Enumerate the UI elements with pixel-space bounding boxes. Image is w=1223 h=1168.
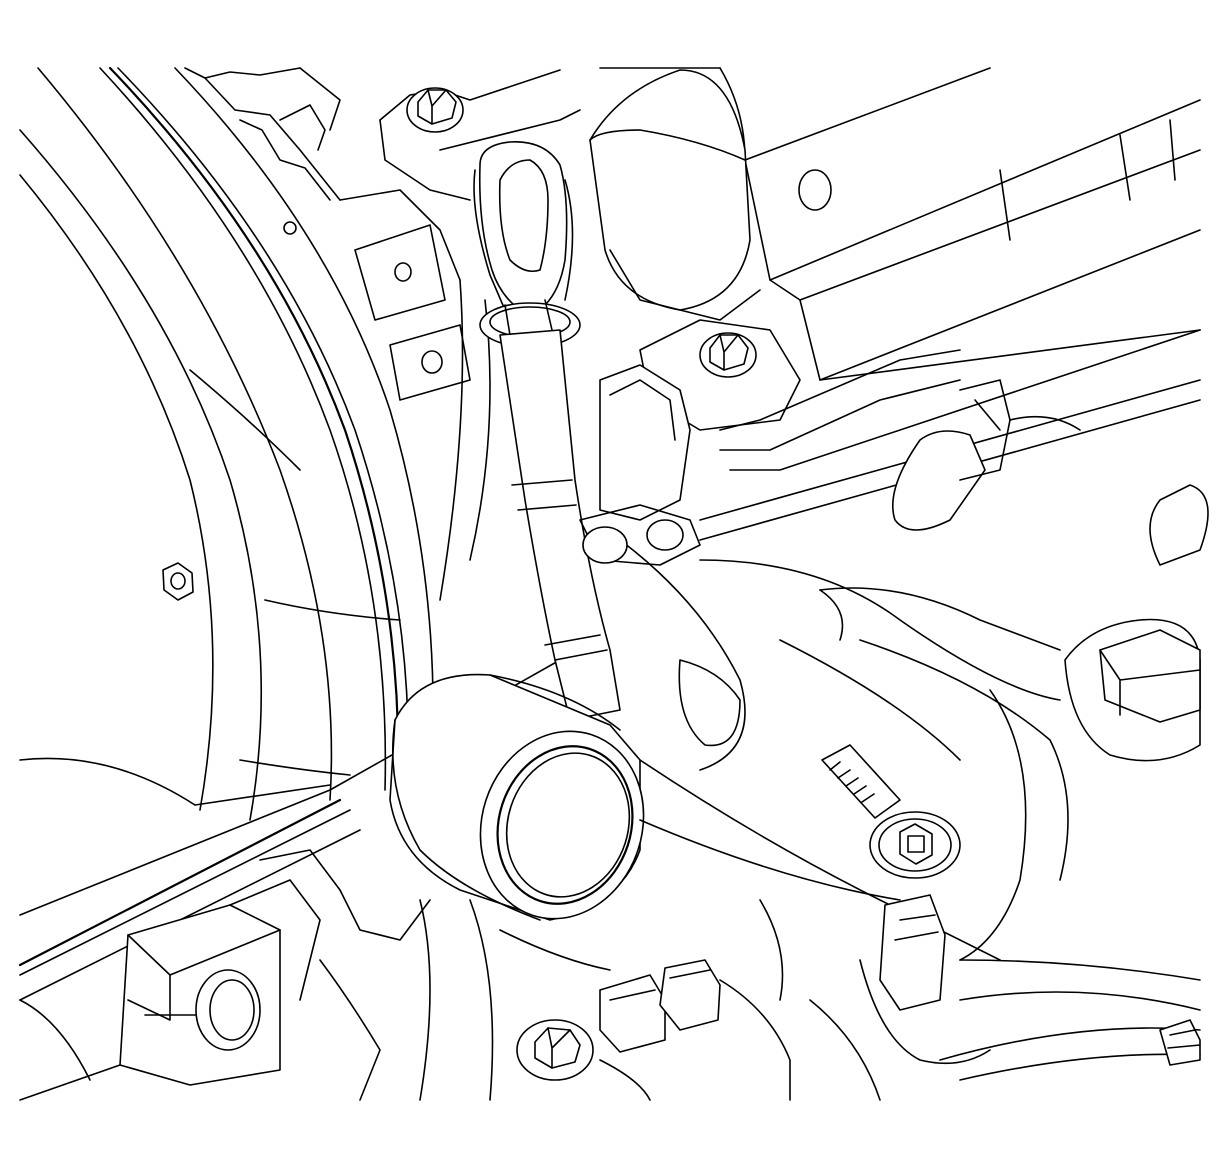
lower-right-flange	[939, 1019, 1201, 1081]
dipstick-tube-fitting	[389, 673, 645, 921]
hex-nut-icon	[162, 562, 194, 601]
right-boss	[1064, 484, 1209, 762]
valve-cover	[589, 67, 1201, 381]
cam-cover-bolt-top	[406, 87, 464, 133]
lower-left-block	[19, 879, 321, 1101]
heat-shield-bolt	[821, 744, 961, 879]
mount-bracket	[599, 329, 1201, 521]
timing-cover	[18, 66, 561, 1001]
pcv-clip	[892, 379, 1081, 531]
lower-middle-parts	[259, 849, 991, 1101]
